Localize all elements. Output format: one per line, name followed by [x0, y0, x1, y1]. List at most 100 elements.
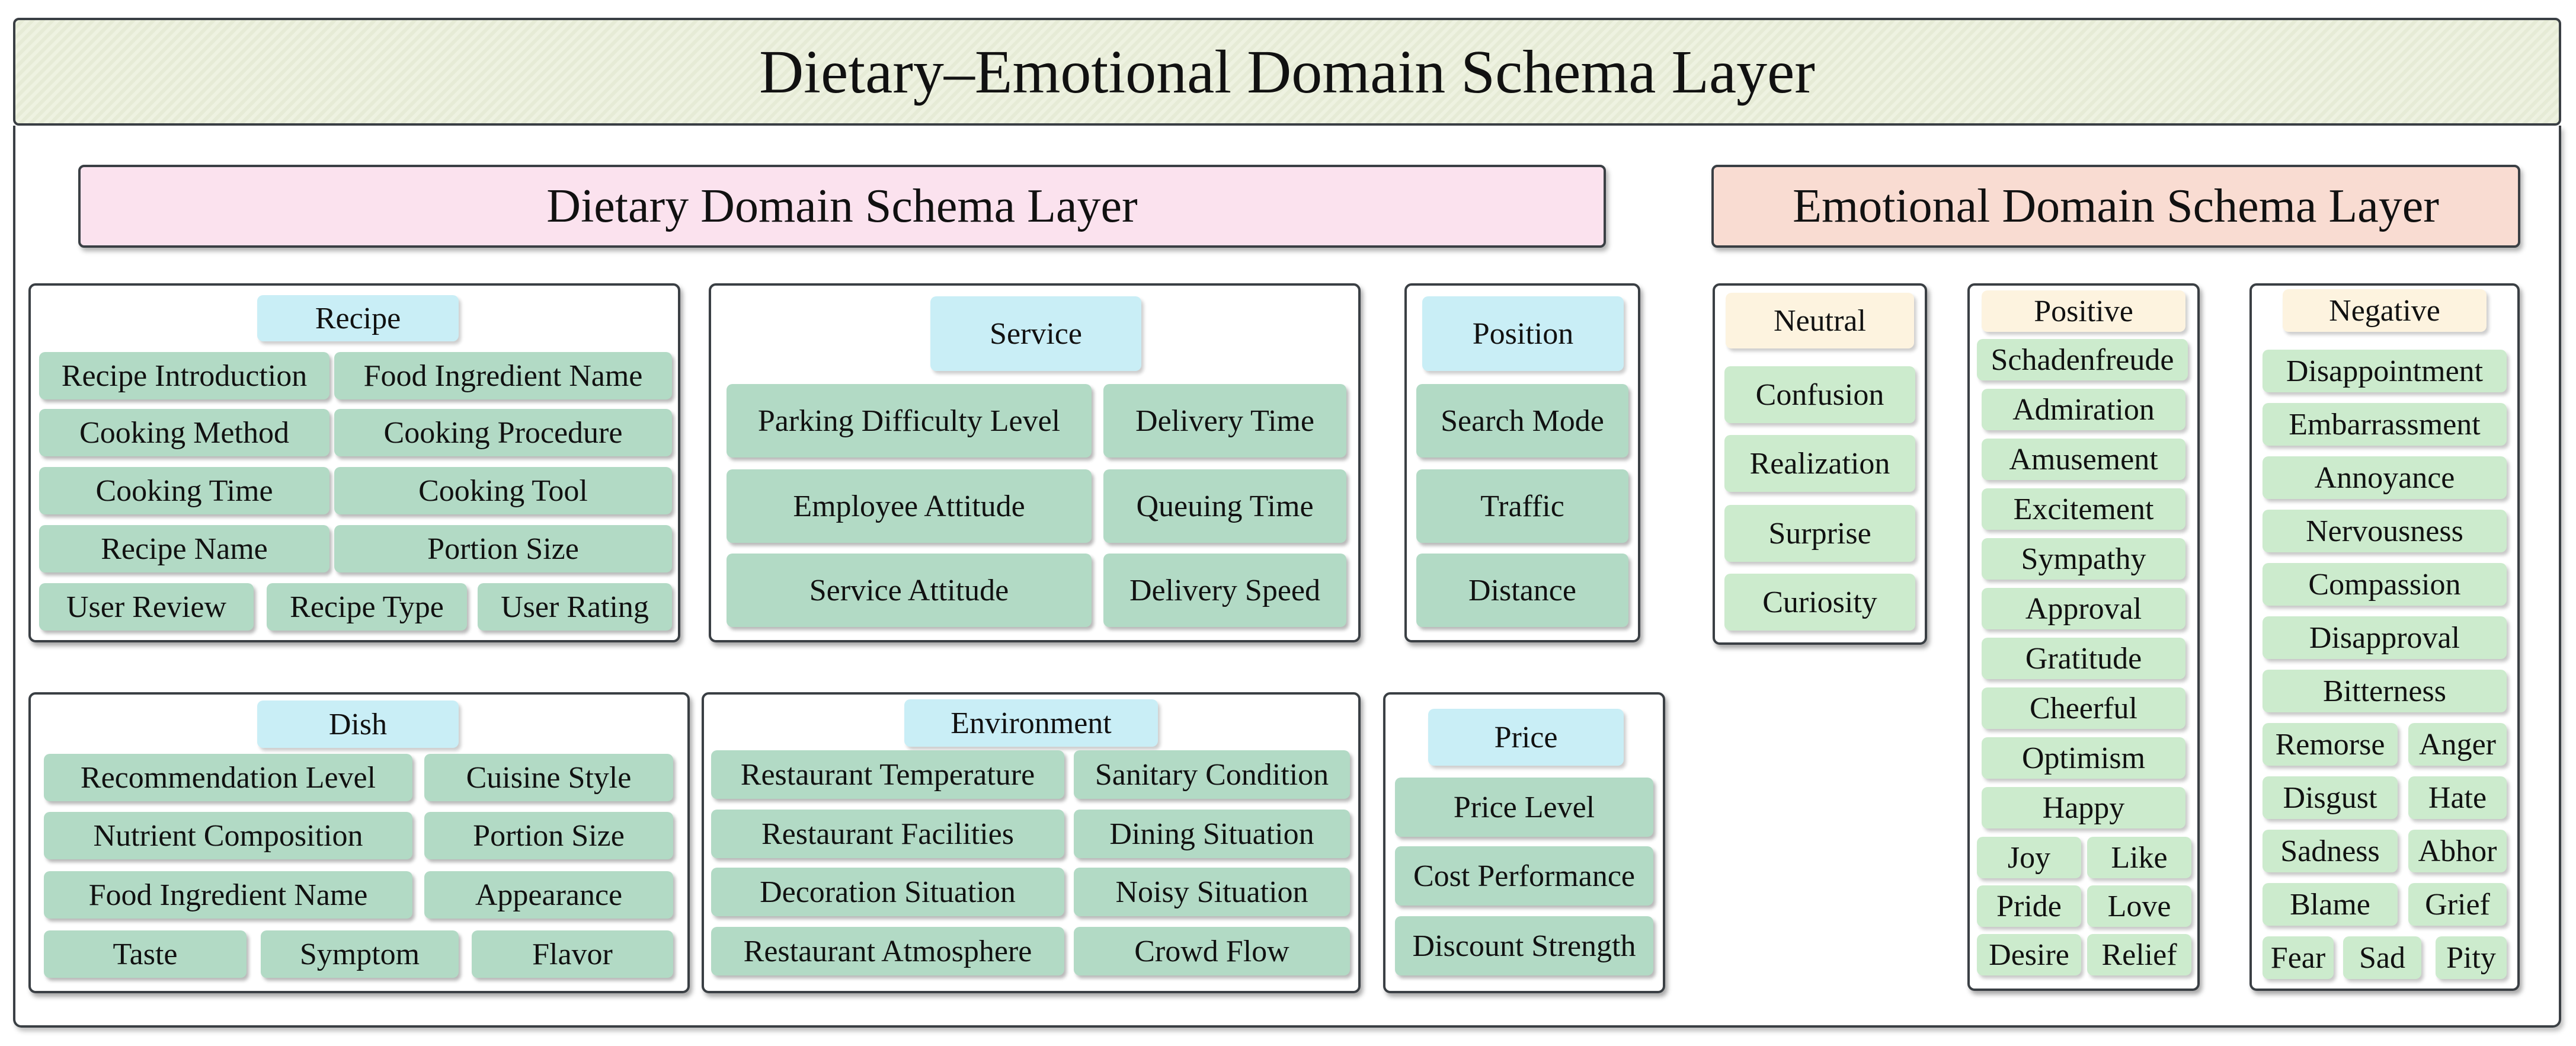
recipe-item: Portion Size	[334, 525, 672, 572]
environment-item: Sanitary Condition	[1074, 750, 1350, 799]
service-item: Parking Difficulty Level	[727, 384, 1092, 458]
positive-item: Optimism	[1982, 737, 2185, 779]
negative-item: Fear	[2263, 936, 2334, 979]
dish-item: Recommendation Level	[44, 754, 412, 801]
recipe-item: Cooking Procedure	[334, 409, 672, 456]
recipe-item: Cooking Time	[39, 467, 329, 514]
environment-item: Restaurant Temperature	[711, 750, 1064, 799]
service-group	[709, 283, 1361, 642]
price-category-label: Price	[1428, 709, 1624, 766]
negative-item: Anger	[2408, 723, 2507, 766]
environment-item: Restaurant Atmosphere	[711, 927, 1064, 975]
service-item: Service Attitude	[727, 554, 1092, 627]
negative-item: Pity	[2436, 936, 2507, 979]
negative-item: Grief	[2408, 883, 2507, 926]
environment-group	[702, 692, 1361, 993]
dish-item: Food Ingredient Name	[44, 871, 412, 919]
positive-item: Love	[2087, 885, 2191, 927]
environment-item: Dining Situation	[1074, 810, 1350, 858]
positive-item: Approval	[1982, 588, 2185, 629]
position-item: Search Mode	[1416, 384, 1628, 458]
neutral-item: Confusion	[1724, 366, 1915, 423]
positive-item: Admiration	[1982, 389, 2185, 430]
negative-group	[2249, 283, 2520, 991]
dish-item: Cuisine Style	[424, 754, 673, 801]
dish-category-label: Dish	[257, 700, 459, 748]
positive-item: Schadenfreude	[1977, 339, 2188, 380]
positive-category-label: Positive	[1982, 290, 2185, 332]
price-item: Cost Performance	[1395, 846, 1653, 906]
dish-group	[28, 692, 690, 993]
negative-item: Disapproval	[2263, 616, 2507, 659]
position-group	[1404, 283, 1640, 642]
recipe-item: User Rating	[478, 583, 672, 631]
negative-category-label: Negative	[2283, 289, 2487, 332]
dish-item: Appearance	[424, 871, 673, 919]
negative-item: Disgust	[2263, 776, 2398, 819]
environment-category-label: Environment	[904, 699, 1158, 747]
dish-item: Flavor	[472, 930, 673, 978]
main-title: Dietary–Emotional Domain Schema Layer	[13, 18, 2561, 126]
environment-item: Noisy Situation	[1074, 868, 1350, 916]
negative-item: Abhor	[2408, 830, 2507, 872]
recipe-item: Recipe Type	[267, 583, 467, 631]
recipe-item: Recipe Name	[39, 525, 329, 572]
negative-item: Compassion	[2263, 563, 2507, 606]
dish-item: Nutrient Composition	[44, 812, 412, 859]
positive-group	[1967, 283, 2200, 991]
recipe-item: Food Ingredient Name	[334, 352, 672, 399]
dish-item: Portion Size	[424, 812, 673, 859]
service-item: Delivery Speed	[1103, 554, 1346, 627]
negative-item: Remorse	[2263, 723, 2398, 766]
negative-item: Nervousness	[2263, 510, 2507, 552]
negative-item: Sad	[2343, 936, 2421, 979]
recipe-item: Cooking Method	[39, 409, 329, 456]
recipe-group	[28, 283, 680, 642]
positive-item: Gratitude	[1982, 638, 2185, 679]
schema-container	[13, 126, 2561, 1028]
negative-item: Sadness	[2263, 830, 2398, 872]
service-category-label: Service	[930, 296, 1141, 371]
position-item: Traffic	[1416, 469, 1628, 543]
positive-item: Pride	[1977, 885, 2081, 927]
neutral-category-label: Neutral	[1726, 293, 1914, 348]
positive-item: Relief	[2087, 934, 2191, 975]
positive-item: Amusement	[1982, 439, 2185, 480]
environment-item: Restaurant Facilities	[711, 810, 1064, 858]
price-group	[1383, 692, 1665, 993]
positive-item: Joy	[1977, 837, 2081, 878]
neutral-item: Realization	[1724, 435, 1915, 492]
negative-item: Disappointment	[2263, 350, 2507, 392]
negative-item: Embarrassment	[2263, 403, 2507, 446]
neutral-item: Surprise	[1724, 505, 1915, 562]
recipe-item: Recipe Introduction	[39, 352, 329, 399]
environment-item: Crowd Flow	[1074, 927, 1350, 975]
positive-item: Like	[2087, 837, 2191, 878]
negative-item: Annoyance	[2263, 456, 2507, 499]
positive-item: Sympathy	[1982, 538, 2185, 580]
negative-item: Bitterness	[2263, 670, 2507, 712]
recipe-category-label: Recipe	[257, 295, 459, 341]
dish-item: Symptom	[261, 930, 459, 978]
dish-item: Taste	[44, 930, 247, 978]
negative-item: Blame	[2263, 883, 2398, 926]
neutral-group	[1713, 283, 1927, 645]
service-item: Delivery Time	[1103, 384, 1346, 458]
positive-item: Desire	[1977, 934, 2081, 975]
dietary-layer-header: Dietary Domain Schema Layer	[78, 165, 1606, 248]
recipe-item: User Review	[39, 583, 254, 631]
price-item: Price Level	[1395, 778, 1653, 837]
price-item: Discount Strength	[1395, 916, 1653, 975]
neutral-item: Curiosity	[1724, 574, 1915, 631]
negative-item: Hate	[2408, 776, 2507, 819]
service-item: Queuing Time	[1103, 469, 1346, 543]
service-item: Employee Attitude	[727, 469, 1092, 543]
position-item: Distance	[1416, 554, 1628, 627]
environment-item: Decoration Situation	[711, 868, 1064, 916]
position-category-label: Position	[1422, 296, 1624, 371]
emotional-layer-header: Emotional Domain Schema Layer	[1711, 165, 2520, 248]
positive-item: Cheerful	[1982, 687, 2185, 729]
positive-item: Happy	[1982, 787, 2185, 829]
positive-item: Excitement	[1982, 488, 2185, 530]
recipe-item: Cooking Tool	[334, 467, 672, 514]
